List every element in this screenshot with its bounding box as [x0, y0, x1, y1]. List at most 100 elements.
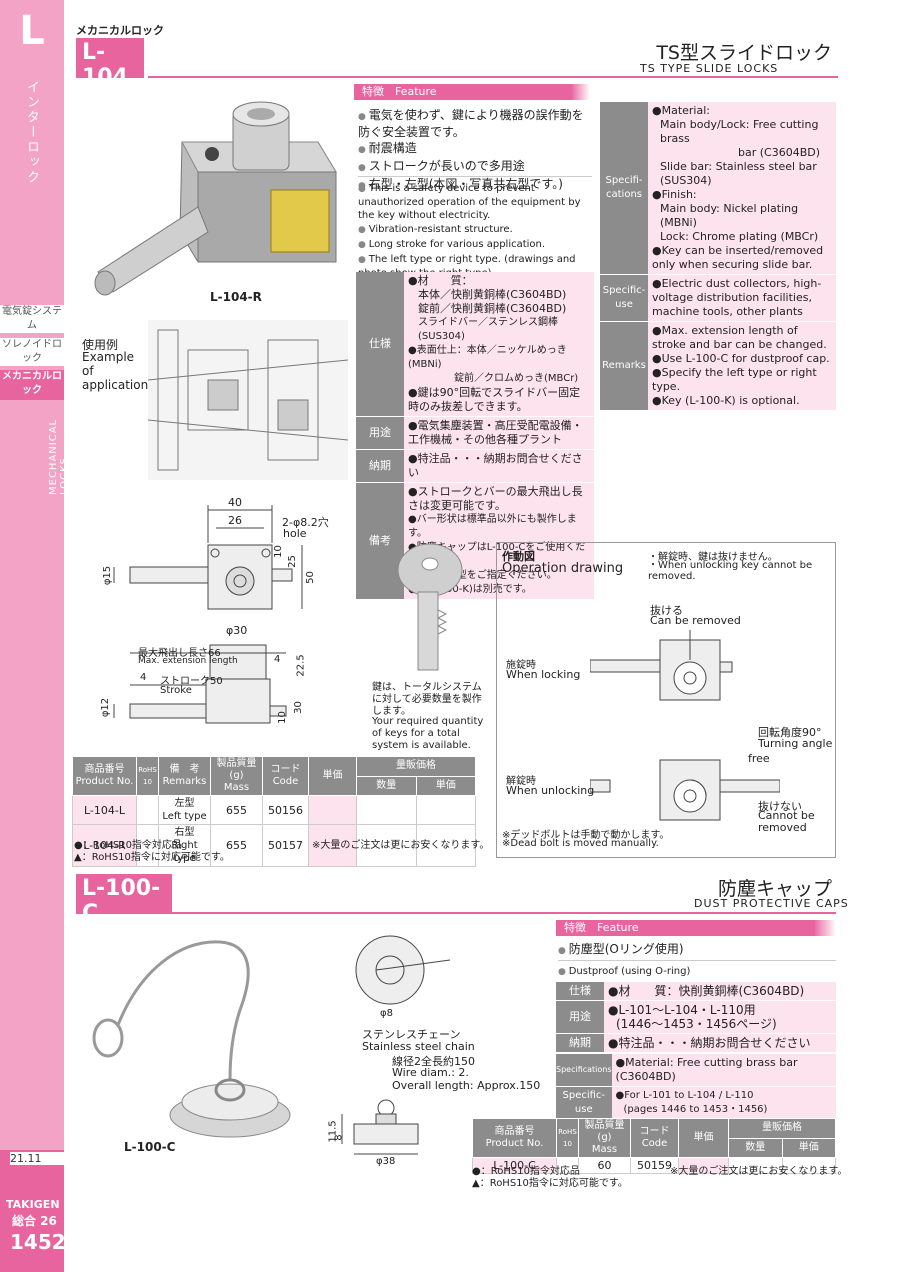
page-number: 1452	[10, 1230, 66, 1254]
spec-line: ●Key (L-100-K) is optional.	[652, 394, 800, 407]
spec-line: 錠前／クロムめっき(MBCr)	[454, 373, 579, 384]
operation-drawing-box	[496, 542, 836, 858]
key-note-en: Your required quantity of keys for a tot…	[372, 716, 484, 751]
spec-row: 備考 ●ストロークとバーの最大飛出し長さは変更可能です。 ●バー形状は標準品以外…	[356, 482, 594, 600]
spec-line: Main body/Lock: Free cutting brass	[660, 118, 819, 145]
col-product-no: 商品番号 Product No.	[472, 1118, 557, 1158]
op-note-jp: ・解錠時、鍵は抜けません。	[648, 552, 778, 563]
spec-row: 納期●特注品・・・納期お問合せください	[556, 1033, 836, 1053]
cell-product-no[interactable]: L-104-L	[72, 795, 137, 825]
dim-4-left: 4	[140, 672, 147, 683]
price-table-l100: 商品番号 Product No. RoHS 10 製品質量(g) Mass コー…	[472, 1118, 836, 1174]
cell-product-no[interactable]: L-100-C	[472, 1157, 557, 1174]
price-table-l104: 商品番号 Product No. RoHS 10 備 考 Remarks 製品質…	[72, 756, 476, 867]
spec-line: ●鍵は90°回転でスライドバー固定時のみ抜差しできます。	[408, 386, 581, 413]
op-note-en: ・When unlocking key cannot be removed.	[648, 560, 813, 582]
dim-hole-en: hole	[283, 527, 307, 540]
spec-line: ●Specify the left type or right type.	[652, 366, 817, 393]
feature-divider	[558, 960, 836, 961]
spec-line: ●Max. extension length of stroke and bar…	[652, 324, 827, 351]
spec-row: Specifi-cations ●Material: Main body/Loc…	[600, 102, 836, 275]
cell-remarks: 右型 Right type	[158, 824, 211, 867]
col-code: コード Code	[630, 1118, 679, 1158]
feature-item-en: Long stroke for various application.	[358, 238, 594, 252]
cell-unit-price	[308, 824, 357, 867]
table-row: L-100-C 60 50159	[472, 1157, 836, 1174]
spec-row: Remarks ●Max. extension length of stroke…	[600, 321, 836, 411]
op-dead-jp: ※デッドボルトは手動で動かします。	[502, 830, 670, 841]
wire-diam: Wire diam.: 2.	[392, 1066, 469, 1079]
spec-row: 仕様 ●材 質： 本体／快削黄銅棒(C3604BD) 錠前／快削黄銅棒(C360…	[356, 272, 594, 417]
op-lock-jp: 施錠時	[506, 660, 536, 671]
side-nav-item-active[interactable]: メカニカルロック	[0, 370, 64, 400]
spec-table-en: Specifi-cations ●Material: Main body/Loc…	[600, 102, 836, 411]
dim-max-ext-en: Max. extension length	[138, 656, 238, 666]
cell-volume-price	[415, 795, 476, 825]
dim-phi8: φ8	[380, 1008, 393, 1019]
key-note-jp: 鍵は、トータルシステムに対して必要数量を製作します。	[372, 682, 482, 717]
feature-list-l100: 防塵型(Oリング使用)	[558, 942, 838, 960]
dim-phi12: φ12	[100, 697, 112, 718]
spec-line: ●Use L-100-C for dustproof cap.	[652, 352, 830, 365]
cell-product-no[interactable]: L-104-R	[72, 824, 137, 867]
spec-line: ●For L-101 to L-104 / L-110	[615, 1090, 754, 1101]
feature-item-en: This is a safety device to prevent unaut…	[358, 182, 594, 222]
spec-line: (1446〜1453・1456ページ)	[616, 1017, 777, 1031]
op-lock-en: When locking	[506, 668, 581, 681]
material-label: 黄銅製	[82, 924, 106, 933]
dim-phi38: φ38	[376, 1156, 396, 1167]
cell-mass: 60	[578, 1157, 631, 1174]
op-can-jp: 抜ける	[650, 604, 683, 617]
spec-label: Specifications	[556, 1054, 612, 1087]
dim-10: 10	[272, 545, 284, 558]
spec-value: ●Electric dust collectors, high-voltage …	[648, 274, 836, 322]
col-rohs: RoHS 10	[556, 1118, 579, 1158]
spec-label: 仕様	[556, 982, 604, 1001]
spec-value: ●For L-101 to L-104 / L-110 (pages 1446 …	[611, 1086, 836, 1120]
dimension-drawing	[113, 505, 303, 724]
dim-25: 25	[286, 555, 298, 568]
spec-value: ●材 質：快削黄銅棒(C3604BD)	[604, 982, 836, 1001]
col-volume-price: 量販価格	[356, 756, 476, 777]
key-photo	[397, 543, 463, 671]
spec-table-l100-jp: 仕様●材 質：快削黄銅棒(C3604BD) 用途 ●L-101〜L-104・L-…	[556, 982, 836, 1053]
feature-list-l100-en: Dustproof (using O-ring)	[558, 964, 838, 981]
spec-label: Specific-use	[556, 1086, 612, 1120]
feature-item: ストロークが長いので多用途	[358, 159, 594, 176]
spec-row: Specific-use ●For L-101 to L-104 / L-110…	[556, 1086, 836, 1120]
dim-height-8: 8	[333, 1134, 345, 1141]
catalog-volume: 総合 26	[12, 1214, 57, 1228]
side-nav-item[interactable]: 電気錠システム	[0, 305, 64, 333]
example-label: 使用例	[82, 338, 119, 352]
spec-line: ●L-101〜L-104・L-110用	[608, 1003, 756, 1017]
material-label: 黄銅製	[82, 88, 106, 97]
feature-tag-en: Feature	[395, 85, 437, 98]
side-nav-item[interactable]: ソレノイドロック	[0, 338, 64, 366]
col-volume-unit-price: 単価	[415, 775, 476, 796]
spec-line: ●材 質：	[408, 274, 473, 287]
spec-value: ●Max. extension length of stroke and bar…	[648, 321, 836, 411]
dim-hole: 2-φ8.2穴	[282, 516, 329, 529]
spec-value: ●L-101〜L-104・L-110用 (1446〜1453・1456ページ)	[604, 1000, 836, 1034]
feature-item: 電気を使わず、鍵により機器の誤作動を防ぐ安全装置です。	[358, 108, 594, 140]
dim-phi30: φ30	[226, 624, 248, 637]
spec-value: ●特注品・・・納期お問合せください	[404, 449, 594, 483]
section-title: 防塵キャップ	[717, 878, 832, 900]
col-code: コード Code	[262, 756, 309, 796]
cell-qty	[356, 795, 417, 825]
spec-value: ●電気集塵装置・高圧受配電設備・工作機械・その他各種プラント	[404, 416, 594, 450]
op-angle-jp: 回転角度90°	[758, 726, 822, 739]
dim-26: 26	[228, 514, 242, 527]
spec-table-jp: 仕様 ●材 質： 本体／快削黄銅棒(C3604BD) 錠前／快削黄銅棒(C360…	[356, 272, 594, 600]
cell-unit-price	[308, 795, 357, 825]
col-unit-price: 単価	[308, 756, 357, 796]
spec-label: 納期	[356, 449, 404, 483]
col-product-no: 商品番号 Product No.	[72, 756, 137, 796]
dim-stroke: ストローク50	[160, 676, 223, 687]
spec-row: Specific-use●Electric dust collectors, h…	[600, 274, 836, 322]
spec-line: ●Finish:	[652, 188, 697, 201]
feature-tag: 特徴 Feature	[556, 920, 836, 936]
cell-remarks: 左型 Left type	[158, 795, 211, 825]
op-title-jp: 作動図	[502, 550, 535, 563]
spec-value: ●特注品・・・納期お問合せください	[604, 1033, 836, 1053]
